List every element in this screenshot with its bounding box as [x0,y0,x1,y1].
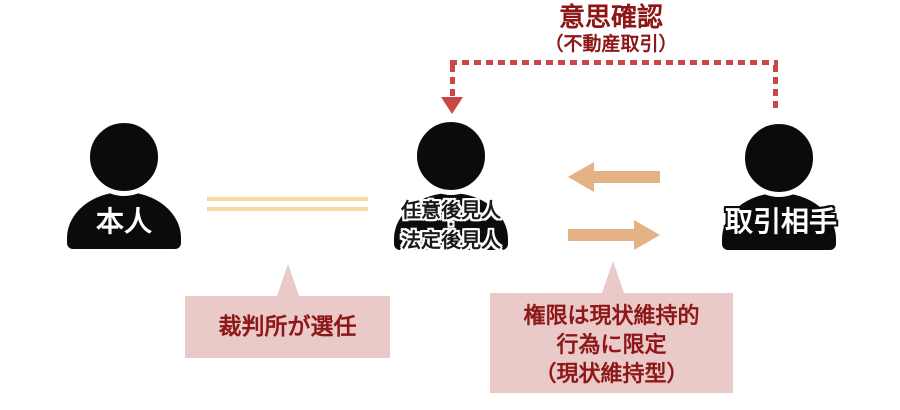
callout-court-pointer [277,264,299,296]
callout-authority-line1: 権限は現状維持的 [523,303,700,329]
callout-authority-line3: （現状維持型） [534,361,689,387]
dashed-connector-horizontal [450,60,778,65]
arrow-right-head [634,220,660,250]
callout-authority: 権限は現状維持的 行為に限定 （現状維持型） [490,293,733,393]
dashed-connector-vertical-right [773,65,778,112]
dashed-connector-arrowhead-icon [441,97,463,114]
callout-court-text: 裁判所が選任 [218,313,357,340]
guardian-label-line1: 任意後見人 [401,198,501,222]
callout-authority-pointer [602,261,624,293]
guardian-label-line2: 法定後見人 [401,228,501,252]
person-honnin-head-icon [85,118,163,196]
person-honnin-label: 本人 [95,205,152,238]
callout-court: 裁判所が選任 [185,296,390,358]
person-guardian-label: 任意後見人 ・ 法定後見人 [361,198,541,252]
arrow-right-icon [568,220,660,250]
confirmation-title: 意思確認 [558,3,663,33]
arrow-left-shaft [592,171,660,183]
arrow-left-icon [568,162,660,192]
dashed-connector-vertical-left [450,65,455,98]
double-line-top [207,197,368,201]
guardian-label-separator: ・ [444,218,458,233]
confirmation-subtitle: （不動産取引） [544,33,678,55]
arrow-left-head [568,162,594,192]
callout-authority-line2: 行為に限定 [556,332,667,358]
arrow-right-shaft [568,229,636,241]
person-counterparty-label: 取引相手 [724,205,837,238]
person-counterparty-head-icon [740,119,818,197]
person-guardian-head-icon [412,117,490,195]
double-line-bottom [207,207,368,211]
